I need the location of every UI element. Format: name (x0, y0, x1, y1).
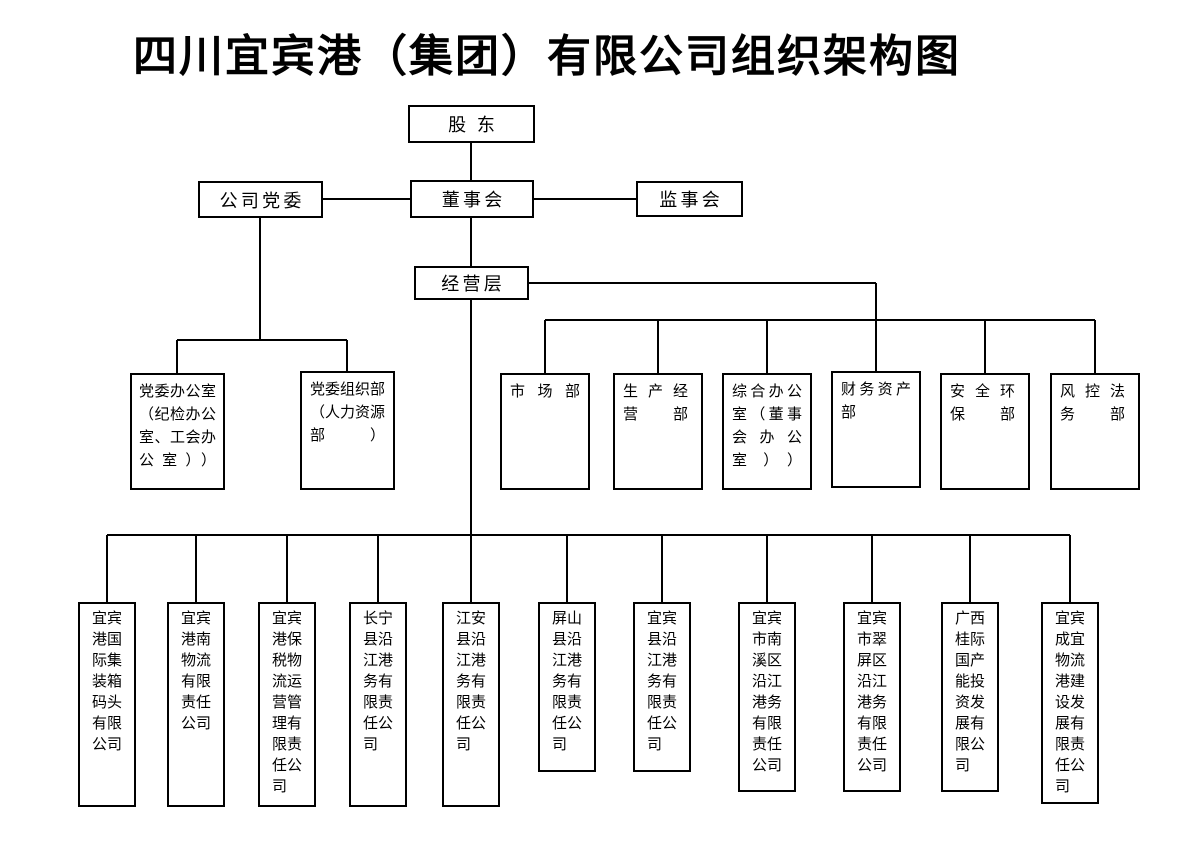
subsidiary-box-guangxi: 广西桂际国产能投资发展有限公司 (941, 602, 999, 792)
dept-box-production-operations: 生产经营部 (613, 373, 703, 490)
subsidiary-box-bonded-logistics: 宜宾港保税物流运营管理有限责任公司 (258, 602, 316, 807)
subsidiary-box-yibin-county: 宜宾县沿江港务有限责任公司 (633, 602, 691, 772)
dept-box-marketing: 市场部 (500, 373, 590, 490)
org-node-supervisory-board: 监事会 (636, 181, 743, 217)
org-node-shareholders: 股东 (408, 105, 535, 143)
org-node-management-level: 经营层 (414, 266, 529, 300)
subsidiary-box-changning: 长宁县沿江港务有限责任公司 (349, 602, 407, 807)
subsidiary-box-nanxi: 宜宾市南溪区沿江港务有限责任公司 (738, 602, 796, 792)
subsidiary-box-jiangan: 江安县沿江港务有限责任公司 (442, 602, 500, 807)
subsidiary-box-port-south-logistics: 宜宾港南物流有限责任公司 (167, 602, 225, 807)
subsidiary-box-chengyi-logistics-port: 宜宾成宜物流港建设发展有限责任公司 (1041, 602, 1099, 804)
page-title: 四川宜宾港（集团）有限公司组织架构图 (133, 32, 961, 81)
dept-box-safety-environment: 安全环保部 (940, 373, 1030, 490)
org-node-party-committee: 公司党委 (198, 181, 323, 218)
dept-box-finance-assets: 财务资产部 (831, 371, 921, 488)
party-organization-dept-box: 党委组织部（人力资源部） (300, 371, 395, 490)
subsidiary-box-pingshan: 屏山县沿江港务有限责任公司 (538, 602, 596, 772)
party-committee-office-box: 党委办公室（纪检办公室、工会办公室）） (130, 373, 225, 490)
subsidiary-box-cuiping: 宜宾市翠屏区沿江港务有限责任公司 (843, 602, 901, 792)
subsidiary-box-container-terminal: 宜宾港国际集装箱码头有限公司 (78, 602, 136, 807)
org-node-board-of-directors: 董事会 (410, 180, 534, 218)
dept-box-general-office: 综合办公室（董事会办公室）） (722, 373, 812, 490)
dept-box-risk-legal: 风控法务部 (1050, 373, 1140, 490)
